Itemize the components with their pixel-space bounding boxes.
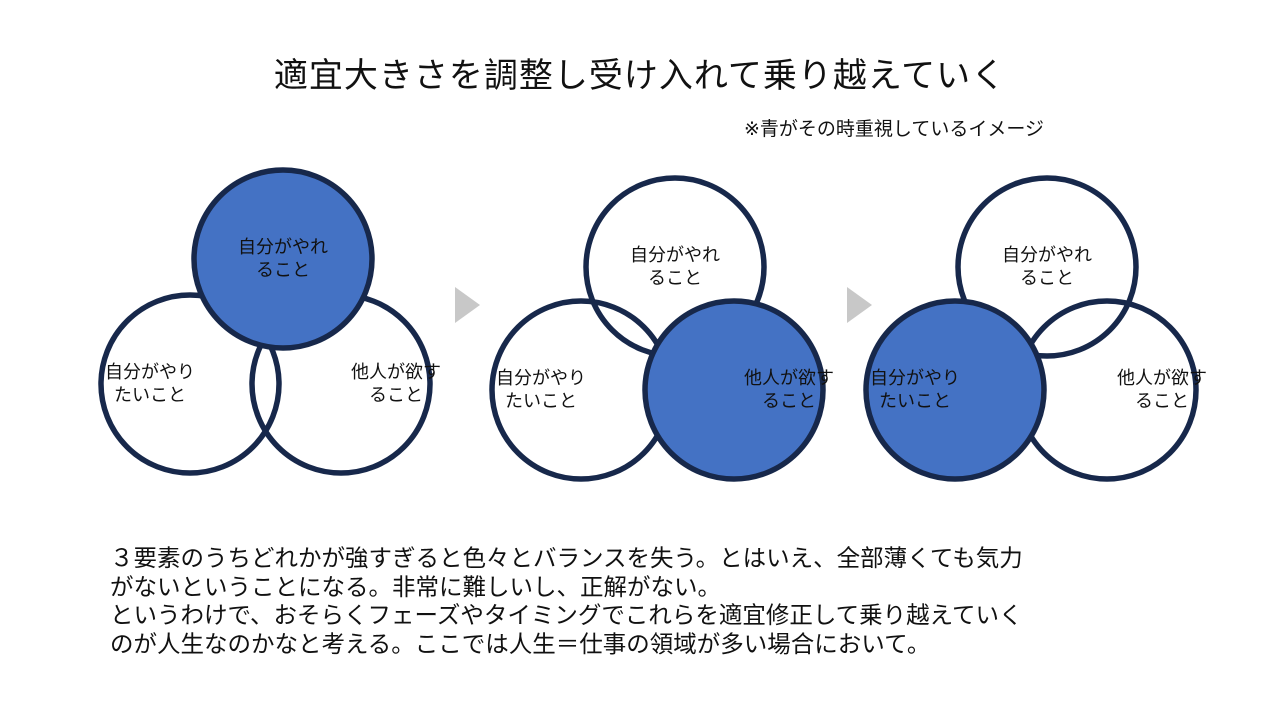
- label-others-want: 他人が欲すること: [351, 362, 441, 406]
- label-can-do: 自分がやれること: [630, 245, 720, 289]
- circle-can-do: [191, 167, 375, 351]
- page-title: 適宜大きさを調整し受け入れて乗り越えていく: [273, 56, 1007, 96]
- circle-others-want: [642, 298, 826, 482]
- label-can-do: 自分がやれること: [238, 237, 328, 281]
- circle-can-do: [955, 175, 1139, 359]
- description-line: のが人生なのかなと考える。ここでは人生＝仕事の領域が多い場合において。: [110, 629, 931, 658]
- label-want-do: 自分がやりたいこと: [496, 368, 586, 412]
- label-others-want: 他人が欲すること: [744, 368, 834, 412]
- description: ３要素のうちどれかが強すぎると色々とバランスを失う。とはいえ、全部薄くても気力 …: [110, 544, 1190, 658]
- label-want-do: 自分がやりたいこと: [105, 362, 195, 406]
- description-line: というわけで、おそらくフェーズやタイミングでこれらを適宜修正して乗り越えていく: [110, 601, 1023, 629]
- venn-diagrams: 自分がやれること自分がやりたいこと他人が欲すること自分がやれること自分がやりたい…: [98, 167, 1207, 482]
- label-want-do: 自分がやりたいこと: [870, 368, 960, 412]
- label-others-want: 他人が欲すること: [1117, 368, 1207, 412]
- legend-note: ※青がその時重視しているイメージ: [744, 118, 1044, 140]
- circle-want-do: [863, 298, 1047, 482]
- circle-want-do: [98, 292, 282, 476]
- description-line: ３要素のうちどれかが強すぎると色々とバランスを失う。とはいえ、全部薄くても気力: [110, 544, 1023, 572]
- label-can-do: 自分がやれること: [1002, 245, 1092, 289]
- arrow-right-icon: [847, 287, 872, 323]
- arrow-right-icon: [455, 287, 480, 323]
- description-line: がないということになる。非常に難しいし、正解がない。: [110, 572, 721, 601]
